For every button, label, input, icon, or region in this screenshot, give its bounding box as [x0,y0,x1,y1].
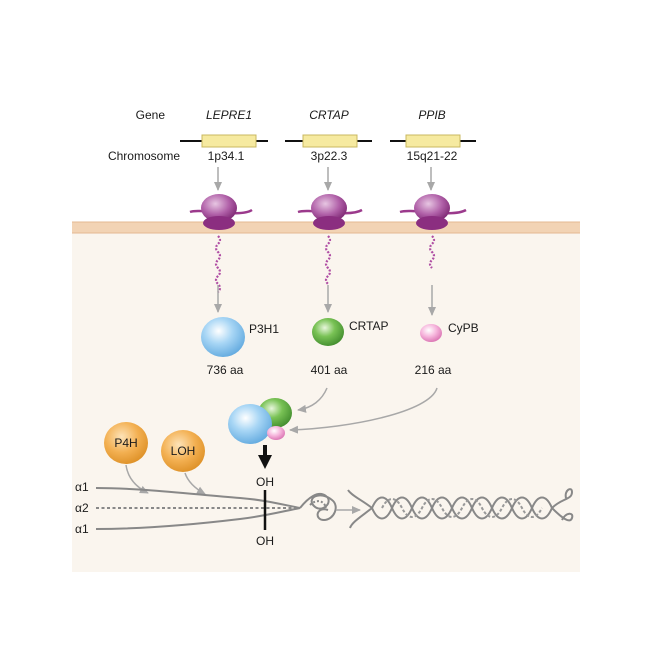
helix-strand-1 [371,496,553,520]
chain-c-terminal-coil [299,492,337,522]
complex-p3h1-ball [228,404,272,444]
locus-lepre1: 1p34.1 [208,149,245,163]
procollagen-chains [95,487,337,530]
p3h1-crtap-cypb-complex [228,398,292,444]
locus-ppib: 15q21-22 [407,149,458,163]
complex-cypb-ball [267,426,285,440]
gene-name-lepre1: LEPRE1 [206,108,252,122]
gene-column-ppib: PPIB 15q21-22 CyPB 216 aa [390,108,479,377]
arrow-loh-to-chain [184,472,206,495]
chain-label-alpha1-bottom: α1 [75,522,89,536]
helix-left-end [347,489,373,529]
protein-ball-cypb [420,324,442,342]
helix-strand-2 [371,496,553,520]
protein-name-crtap: CRTAP [349,319,389,333]
gene-box-lepre1 [201,134,257,148]
helix-strand-3 [381,498,543,518]
enzyme-loh-label: LOH [171,444,196,458]
arrow-p4h-to-chain [125,464,149,494]
hydroxyl-label-bottom: OH [256,534,274,548]
ribosome-crtap [297,194,363,230]
nascent-chain-ppib [428,235,436,269]
enzyme-loh: LOH [161,430,205,472]
protein-name-cypb: CyPB [448,321,479,335]
chromosome-row-label: Chromosome [108,149,180,163]
nascent-chain-lepre1 [214,235,222,293]
arrow-crtap-to-complex [297,387,328,413]
gene-name-crtap: CRTAP [309,108,349,122]
chain-label-alpha1-top: α1 [75,480,89,494]
chain-label-alpha2: α2 [75,501,89,515]
nascent-chain-crtap [324,235,332,285]
helix-right-end [551,488,574,522]
ribosome-ppib [399,194,467,230]
cytoplasm-background [72,232,580,572]
ribosome-lepre1 [189,194,253,230]
chain-alpha1-top [95,487,301,509]
chain-alpha1-bottom [95,507,301,530]
enzyme-p4h: P4H [104,422,148,464]
locus-crtap: 3p22.3 [311,149,348,163]
gene-box-crtap [302,134,358,148]
gene-name-ppib: PPIB [418,108,445,122]
gene-column-crtap: CRTAP 3p22.3 CRTAP 401 aa [285,108,389,377]
protein-length-p3h1: 736 aa [207,363,244,377]
chain-c-terminal-dotted [309,500,327,509]
protein-length-crtap: 401 aa [311,363,348,377]
gene-box-ppib [405,134,461,148]
protein-ball-p3h1 [201,317,245,357]
arrow-cypb-to-complex [289,387,438,434]
protein-name-p3h1: P3H1 [249,322,279,336]
gene-row-label: Gene [136,108,166,122]
protein-length-cypb: 216 aa [415,363,452,377]
collagen-triple-helix [347,488,574,529]
gene-column-lepre1: LEPRE1 1p34.1 P3H1 736 aa [180,108,279,377]
hydroxyl-label-top: OH [256,475,274,489]
enzyme-p4h-label: P4H [114,436,137,450]
protein-ball-crtap [312,318,344,346]
